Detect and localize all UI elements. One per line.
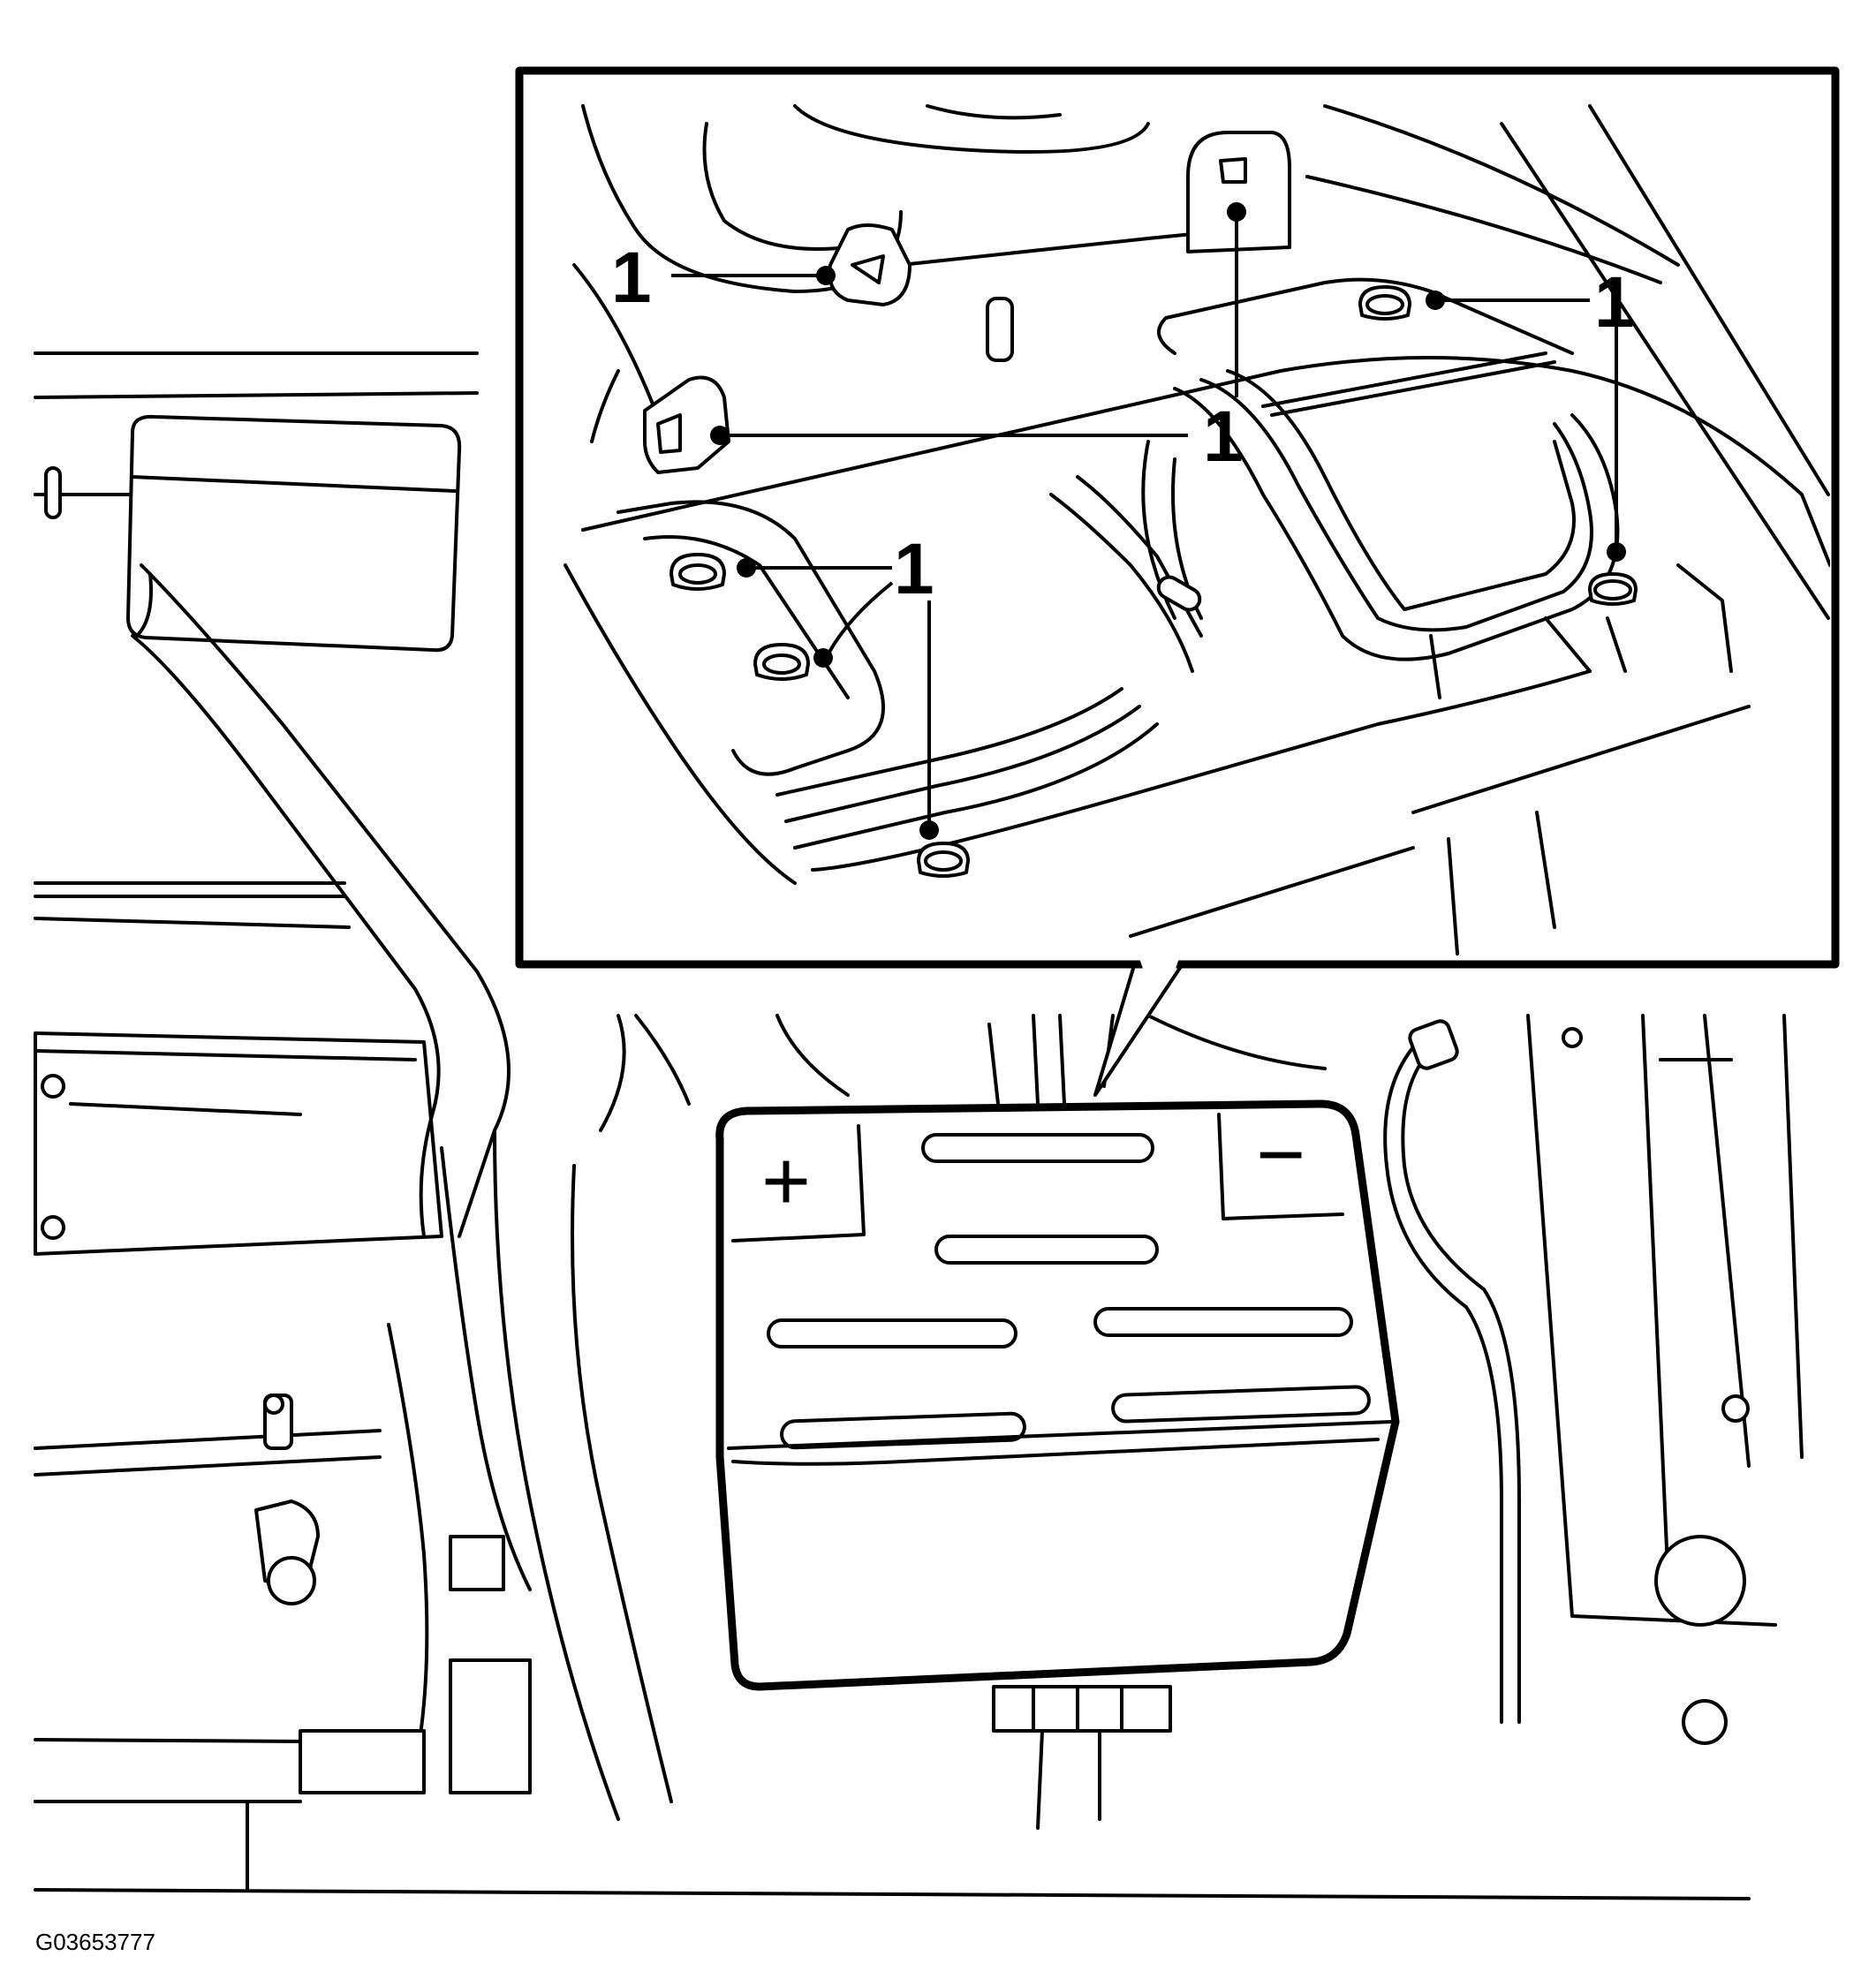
figure-code: G03653777 xyxy=(35,1929,155,1955)
nut-2 xyxy=(753,643,810,681)
nut-1 xyxy=(669,553,726,591)
inset-detail: 1 1 1 1 xyxy=(515,66,1840,1097)
battery-minus-symbol: − xyxy=(1256,1107,1305,1202)
battery-plus-symbol: + xyxy=(761,1134,811,1228)
nut-4 xyxy=(1358,285,1411,321)
callout-label: 1 xyxy=(1594,262,1635,343)
engine-bay-view: + − xyxy=(34,351,1804,1900)
nut-5 xyxy=(1588,572,1638,606)
callout-label: 1 xyxy=(894,529,934,609)
nut-3 xyxy=(917,842,970,878)
callout-label: 1 xyxy=(611,238,652,318)
callout-leaders xyxy=(671,202,1626,840)
battery: + − xyxy=(715,1099,1400,1691)
callout-label: 1 xyxy=(1203,397,1244,477)
callout-numbers: 1 1 1 1 xyxy=(611,238,1635,609)
